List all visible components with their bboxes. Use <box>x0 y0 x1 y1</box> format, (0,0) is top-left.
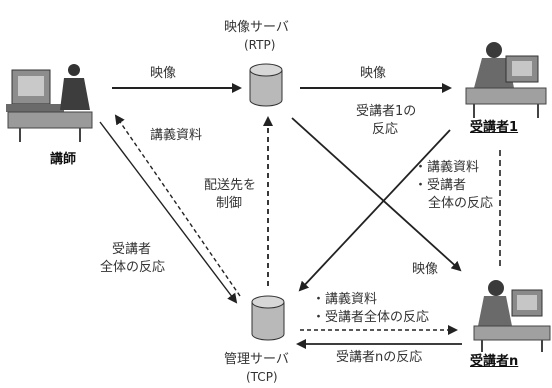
student1-label: 受講者1 <box>470 120 519 135</box>
student1-illustration <box>465 42 547 118</box>
studentN-illustration <box>473 280 551 352</box>
studentN-label: 受講者n <box>470 354 519 369</box>
bottom-bullet-overall-reaction: ・受講者全体の反応 <box>312 310 430 325</box>
video-label-left: 映像 <box>150 66 177 81</box>
studentN-reaction-label: 受講者nの反応 <box>336 350 423 365</box>
manager-server-name: 管理サーバ <box>224 352 289 367</box>
student1-reaction-line2: 反応 <box>372 122 399 137</box>
right-bullet-overall-reaction: 全体の反応 <box>428 196 494 211</box>
arrow-manager-to-instructor-dashed <box>114 114 241 297</box>
left-reaction-line1: 受講者 <box>112 242 152 257</box>
instructor-label: 講師 <box>50 152 77 167</box>
arrow-instructor-to-manager <box>99 121 238 304</box>
delivery-control-line2: 制御 <box>216 196 243 211</box>
student1-reaction-line1: 受講者1の <box>356 104 417 119</box>
left-reaction-line2: 全体の反応 <box>100 260 166 275</box>
video-server-name: 映像サーバ <box>224 20 289 35</box>
video-server-cylinder <box>249 63 283 107</box>
manager-server-cylinder <box>251 295 285 341</box>
video-label-right: 映像 <box>360 66 387 81</box>
video-server-protocol: (RTP) <box>244 38 276 52</box>
instructor-illustration <box>6 64 93 142</box>
right-bullet-students: ・受講者 <box>414 178 467 193</box>
bottom-bullet-lecture-material: ・講義資料 <box>312 292 378 307</box>
arrow-video-server-to-studentN <box>291 117 462 272</box>
video-label-diagonal: 映像 <box>412 262 439 277</box>
arrow-student1-to-manager-server <box>298 129 451 292</box>
manager-server-protocol: (TCP) <box>246 370 278 384</box>
delivery-control-line1: 配送先を <box>204 178 257 193</box>
right-bullet-lecture-material: ・講義資料 <box>414 160 480 175</box>
lecture-material-label: 講義資料 <box>150 128 203 143</box>
